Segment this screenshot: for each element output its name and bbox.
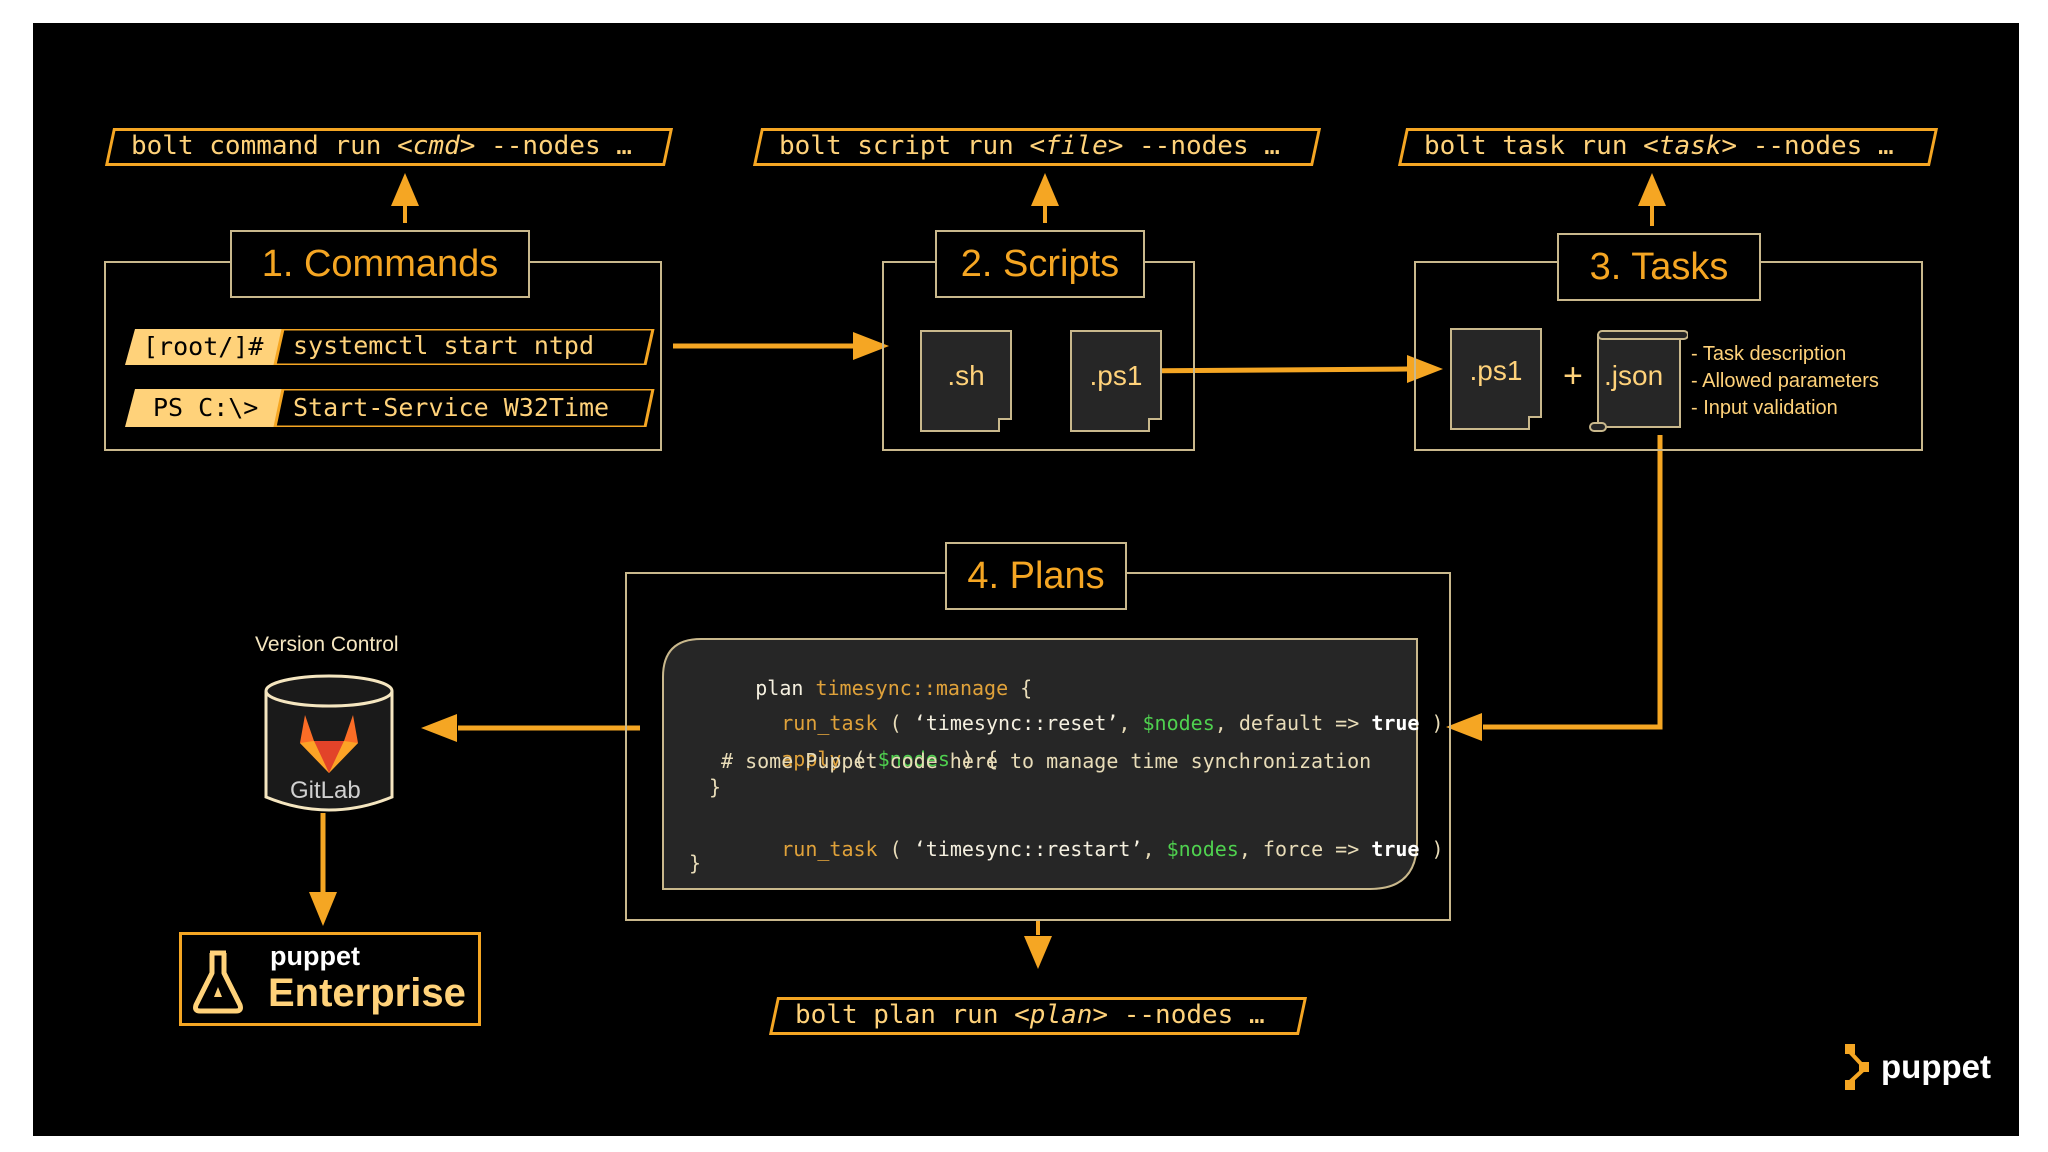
arrow-up-scripts [1031, 173, 1059, 206]
code-rest-2: , force => [1238, 837, 1372, 861]
command-row-linux: [root/]# systemctl start ntpd [125, 329, 655, 365]
code-open-1: ( [889, 711, 914, 735]
banner-script-prefix: bolt script run [779, 131, 1030, 161]
arrow-up-tasks [1638, 173, 1666, 206]
code-plan-end: } [689, 851, 702, 875]
code-comma-2: , [1142, 837, 1167, 861]
banner-task-run: bolt task run <task> --nodes … [1397, 128, 1939, 166]
code-close-2: ) [1419, 837, 1444, 861]
puppet-enterprise-box: puppet Enterprise [179, 932, 481, 1026]
task-feature-description: - Task description [1691, 343, 1847, 365]
code-apply-close: ) { [949, 747, 999, 771]
code-plan-name: timesync::manage [815, 676, 1009, 700]
banner-script-arg: <file> [1029, 131, 1124, 161]
banner-command-arg: <cmd> [397, 131, 476, 161]
file-ps1-script: .ps1 [1070, 330, 1162, 432]
file-ps1-task-label: .ps1 [1469, 355, 1523, 386]
code-run-task-1: run_task [781, 711, 878, 735]
file-sh-label: .sh [947, 360, 985, 391]
flask-icon [193, 950, 243, 1014]
code-rest-1: , default => [1214, 711, 1372, 735]
arrow-to-enterprise [309, 892, 337, 926]
banner-task-suffix: --nodes … [1737, 131, 1894, 161]
code-plan-brace: { [1020, 676, 1033, 700]
puppet-logo: puppet [1845, 1044, 2005, 1104]
json-label: .json [1604, 360, 1664, 391]
commands-title: 1. Commands [230, 230, 530, 298]
code-plan-keyword: plan [755, 676, 804, 700]
plus-sign: + [1563, 357, 1583, 395]
command-text-linux: systemctl start ntpd [293, 331, 595, 360]
file-ps1-script-label: .ps1 [1089, 360, 1143, 391]
enterprise-brand: puppet [270, 941, 360, 971]
banner-command-suffix: --nodes … [475, 131, 632, 161]
code-comment: # some Puppet code here to manage time s… [721, 749, 1372, 773]
code-true-2: true [1371, 837, 1420, 861]
scripts-title: 2. Scripts [935, 230, 1145, 298]
command-prompt-windows: PS C:\> [153, 393, 259, 422]
diagram-canvas: bolt command run <cmd> --nodes … bolt sc… [33, 23, 2019, 1136]
command-prompt-linux: [root/]# [143, 332, 264, 361]
banner-task-arg: <task> [1643, 131, 1738, 161]
file-sh: .sh [920, 330, 1012, 432]
version-control-label: Version Control [255, 633, 399, 656]
banner-script-run: bolt script run <file> --nodes … [752, 128, 1322, 166]
code-open-2: ( [889, 837, 914, 861]
task-feature-validation: - Input validation [1691, 397, 1838, 419]
connector-scripts-tasks [1132, 366, 1409, 374]
command-row-windows: PS C:\> Start-Service W32Time [125, 389, 655, 427]
code-block-frame [662, 638, 1418, 890]
task-features: - Task description - Allowed parameters … [1691, 341, 1879, 422]
code-true-1: true [1371, 711, 1420, 735]
banner-command-run: bolt command run <cmd> --nodes … [104, 128, 674, 166]
banner-plan-arg: <plan> [1014, 1000, 1109, 1030]
tasks-title: 3. Tasks [1557, 233, 1761, 301]
code-nodes-apply: $nodes [877, 747, 950, 771]
gitlab-database: GitLab [264, 673, 394, 815]
arrow-to-scripts [853, 332, 889, 360]
code-apply-end: } [709, 775, 722, 799]
task-feature-parameters: - Allowed parameters [1691, 370, 1879, 392]
gitlab-fox-icon [300, 715, 358, 773]
code-run-task-2: run_task [781, 837, 878, 861]
command-text-windows: Start-Service W32Time [293, 393, 610, 422]
connectors [309, 173, 1666, 969]
puppet-logo-icon [1845, 1044, 1869, 1090]
enterprise-product: Enterprise [268, 971, 466, 1015]
code-close-1: ) [1419, 711, 1444, 735]
banner-plan-suffix: --nodes … [1108, 1000, 1265, 1030]
connector-tasks-plans [1483, 435, 1663, 730]
banner-script-suffix: --nodes … [1123, 131, 1280, 161]
code-comma-1: , [1118, 711, 1143, 735]
arrow-to-plans [1446, 713, 1482, 741]
code-apply-open: ( [853, 747, 878, 771]
arrow-down-plan [1024, 936, 1052, 969]
code-apply: apply [781, 747, 842, 771]
code-task-restart: ‘timesync::restart’ [913, 837, 1143, 861]
banner-task-prefix: bolt task run [1424, 131, 1644, 161]
banner-plan-prefix: bolt plan run [795, 1000, 1015, 1030]
arrow-to-gitlab [421, 714, 457, 742]
arrow-up-commands [391, 173, 419, 206]
plans-title: 4. Plans [945, 542, 1127, 610]
code-task-reset: ‘timesync::reset’ [913, 711, 1119, 735]
file-ps1-task: .ps1 [1450, 328, 1542, 430]
gitlab-label: GitLab [290, 777, 361, 804]
arrow-to-tasks [1407, 355, 1443, 383]
code-nodes-1: $nodes [1142, 711, 1215, 735]
code-nodes-2: $nodes [1166, 837, 1239, 861]
banner-command-prefix: bolt command run [131, 131, 398, 161]
puppet-logo-text: puppet [1881, 1048, 1991, 1085]
json-scroll-icon: .json [1588, 327, 1688, 437]
banner-plan-run: bolt plan run <plan> --nodes … [768, 997, 1308, 1035]
